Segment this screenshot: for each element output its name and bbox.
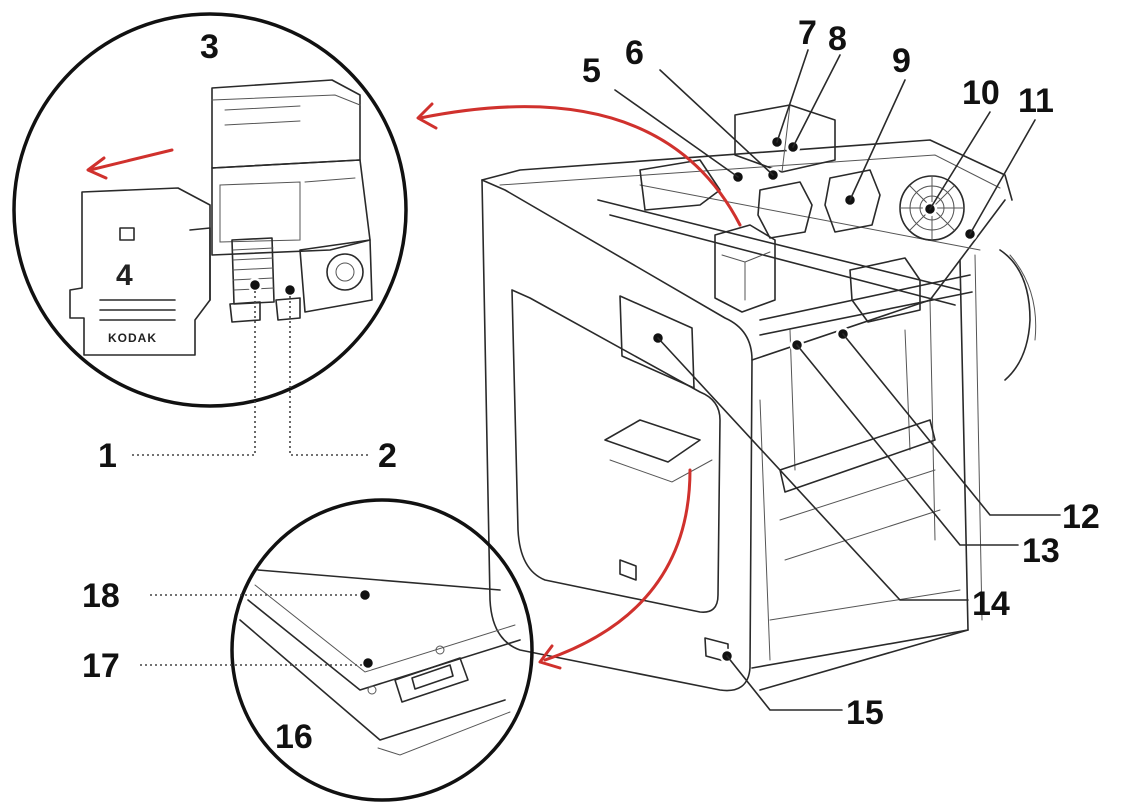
printhead-assembly xyxy=(211,79,373,323)
zoom-arrows xyxy=(416,102,742,670)
printhead-zoom-circle: 4 KODAK xyxy=(12,12,408,456)
callout-7: 7 xyxy=(798,14,817,52)
kodak-logo-icon xyxy=(119,227,135,241)
callout-17: 17 xyxy=(82,647,120,685)
dot-17 xyxy=(360,655,376,671)
callout-15: 15 xyxy=(846,694,884,732)
callout-14: 14 xyxy=(972,585,1010,623)
callout-16: 16 xyxy=(275,718,313,756)
main-leader-lines xyxy=(614,49,1061,711)
callout-8: 8 xyxy=(828,20,847,58)
dot-2 xyxy=(282,282,298,298)
callout-13: 13 xyxy=(1022,532,1060,570)
printhead-cover: 4 KODAK xyxy=(69,187,211,356)
callout-6: 6 xyxy=(625,34,644,72)
callout-2: 2 xyxy=(378,437,397,475)
callout-3: 3 xyxy=(200,28,219,66)
callout-18: 18 xyxy=(82,577,120,615)
buildplate-zoom-circle xyxy=(140,498,534,802)
callout-12: 12 xyxy=(1062,498,1100,536)
callout-9: 9 xyxy=(892,42,911,80)
removal-arrow xyxy=(86,148,174,180)
callout-numbers: 1 2 3 5 6 7 8 9 10 11 12 13 14 15 16 17 … xyxy=(82,14,1100,756)
buildplate-detail xyxy=(239,569,521,756)
callout-10: 10 xyxy=(962,74,1000,112)
callout-11: 11 xyxy=(1018,82,1054,120)
cover-brand: KODAK xyxy=(108,331,157,345)
dot-18 xyxy=(357,587,373,603)
callout-1: 1 xyxy=(98,437,117,475)
main-callout-dots xyxy=(650,134,978,664)
printer-body xyxy=(481,104,1037,692)
cover-number: 4 xyxy=(116,259,133,292)
dot-1 xyxy=(247,277,263,293)
callout-5: 5 xyxy=(582,52,601,90)
